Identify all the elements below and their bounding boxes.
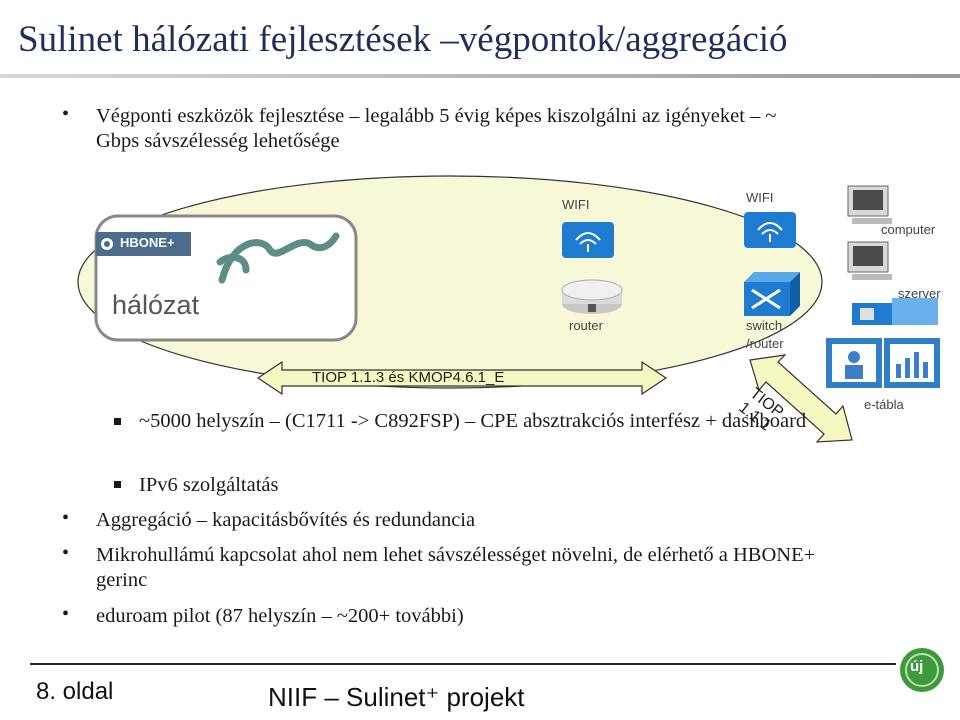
bullet-dot: • [62,507,70,529]
sub-bullet-1: ~5000 helyszín – (C1711 -> C892FSP) – CP… [139,410,807,432]
uj-logo [900,648,944,692]
title-divider [0,74,960,78]
wifi-left-label: WIFI [562,197,590,212]
network-label: hálózat [112,290,200,320]
computer-icon-2 [847,241,892,280]
bullet-2: Aggregáció – kapacitásbővítés és redunda… [96,509,476,531]
sub-bullet-square [114,418,121,425]
arrow-label-horizontal: TIOP 1.1.3 és KMOP4.6.1_E [312,369,505,386]
bullet-1: Végponti eszközök fejlesztése – legalább… [96,105,777,152]
bullet-dot: • [62,603,70,625]
tiop-arrow-diagonal [749,354,853,443]
switch-device [744,272,800,316]
wifi-access-point-left [562,222,614,258]
computer-icon-1 [847,185,892,224]
router-device [561,279,623,314]
footer-divider [30,663,896,665]
sub-bullet-2: IPv6 szolgáltatás [139,474,279,496]
hbone-logo [96,232,191,256]
etabla-icon [826,338,940,388]
niifi-logo [216,232,340,284]
footer-title: NIIF – Sulinet⁺ projekt [268,682,525,712]
server-label: szerver [898,286,941,301]
router-label: router [569,318,603,333]
hbone-logo-text: HBONE+ [120,235,175,250]
server-icon [852,298,938,325]
switch-label: switch [746,318,783,333]
wifi-access-point-right [744,212,796,248]
uj-logo-text: új [910,658,924,675]
bullet-dot: • [62,542,70,564]
bullet-4: eduroam pilot (87 helyszín – ~200+ továb… [96,605,464,627]
page-number: 8. oldal [36,678,114,705]
switch-label-2: /router [746,336,784,351]
sub-bullet-square [114,481,121,488]
bullet-3: Mikrohullámú kapcsolat ahol nem lehet sá… [96,544,816,591]
bullet-dot: • [62,103,70,125]
computer-label: computer [881,222,936,237]
etabla-label: e-tábla [864,397,904,412]
slide-title: Sulinet hálózati fejlesztések –végpontok… [18,19,788,60]
tiop-arrow-horizontal [256,360,668,396]
wifi-right-label: WIFI [746,190,774,205]
